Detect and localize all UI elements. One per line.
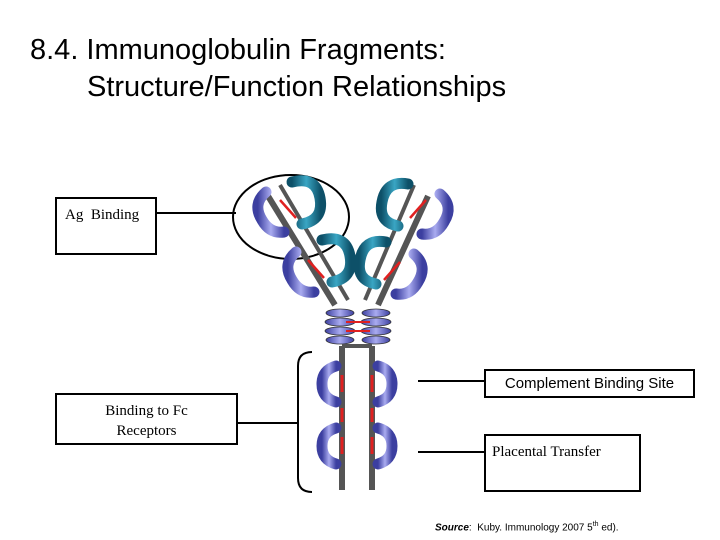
fc-bracket [297,351,313,493]
fc-receptors-label-line-2: Receptors [116,423,177,439]
source-suffix: ed). [598,522,619,534]
fc-region [316,344,398,490]
left-vh-domain [252,186,290,238]
right-cl-domain [353,235,392,290]
left-ch3-domain [316,422,342,470]
hinge-region [324,308,392,345]
complement-binding-label-box: Complement Binding Site [484,369,695,398]
source-text: Kuby. Immunology 2007 5 [477,522,593,534]
placental-transfer-label: Placental Transfer [492,444,601,460]
placental-transfer-label-box: Placental Transfer [484,434,641,492]
source-citation: Source: Kuby. Immunology 2007 5th ed). [435,521,619,534]
title-line-1: 8.4. Immunoglobulin Fragments: [30,34,446,66]
fc-receptors-label-line-1: Binding to Fc [105,403,188,419]
left-vl-domain [286,175,327,230]
ag-binding-ellipse [232,174,350,260]
right-vl-domain [375,177,414,232]
ag-binding-label: Ag Binding [65,207,140,223]
right-ch1-domain [390,248,428,300]
fc-receptors-label-box: Binding to Fc Receptors [55,393,238,445]
left-ch2-domain [316,360,342,408]
left-cl-domain [316,233,357,288]
left-fab-arm [252,175,357,307]
page-title: 8.4. Immunoglobulin Fragments: Structure… [30,32,506,106]
source-superscript: th [592,521,599,528]
ag-binding-label-box: Ag Binding [55,197,157,255]
left-ch1-domain [282,246,320,298]
right-ch2-domain [372,360,398,408]
source-label: Source [435,522,469,534]
right-fab-arm [353,177,454,307]
right-ch3-domain [372,422,398,470]
right-vh-domain [416,188,454,240]
title-line-2: Structure/Function Relationships [87,71,507,103]
complement-binding-label: Complement Binding Site [504,375,675,392]
